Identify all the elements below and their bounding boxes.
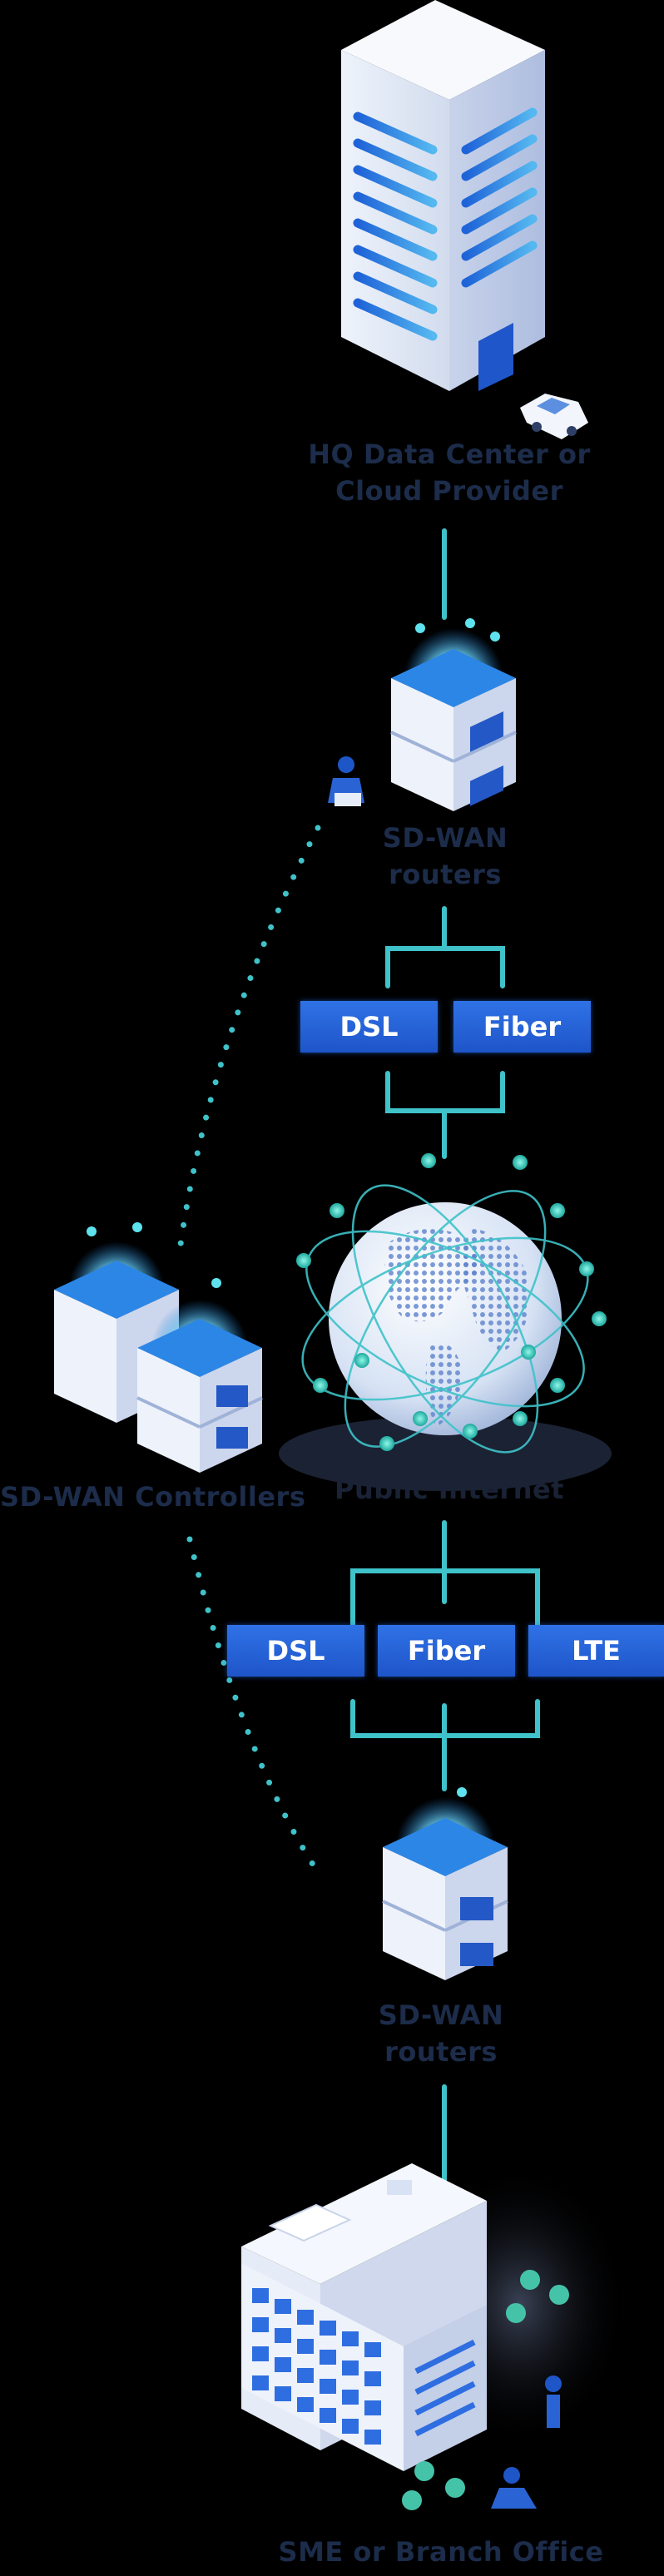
link-fiber-bottom: Fiber	[378, 1625, 515, 1677]
hq-label: HQ Data Center or Cloud Provider	[308, 438, 591, 507]
controllers-icon	[46, 1215, 279, 1481]
link-dsl-top: DSL	[300, 1001, 438, 1053]
link-fiber-top: Fiber	[453, 1001, 591, 1053]
globe-icon	[270, 1144, 620, 1510]
bottom-router-icon	[370, 1781, 520, 1989]
internet-label: Public Internet	[334, 1474, 564, 1505]
controllers-label: SD-WAN Controllers	[0, 1481, 306, 1513]
person-icon	[321, 753, 371, 811]
branch-label: SME or Branch Office	[278, 2536, 604, 2568]
top-router-label: SD-WAN routers	[382, 822, 508, 890]
link-lte-bottom: LTE	[528, 1625, 664, 1677]
bottom-router-label: SD-WAN routers	[378, 1999, 504, 2068]
top-router-icon	[379, 612, 528, 820]
link-dsl-bottom: DSL	[227, 1625, 364, 1677]
branch-office-building	[237, 2155, 620, 2529]
hq-building	[337, 0, 620, 466]
